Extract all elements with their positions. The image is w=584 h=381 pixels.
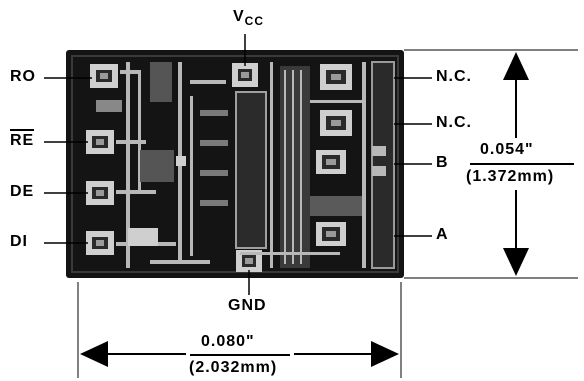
height-arrow-down xyxy=(503,248,529,276)
vcc-label: VCC xyxy=(233,8,264,28)
height-arrow-up xyxy=(503,52,529,80)
pad-nc1 xyxy=(320,64,352,90)
nc1-label: N.C. xyxy=(436,68,472,85)
circuit-traces xyxy=(96,61,395,269)
vcc-label-sub: CC xyxy=(244,14,265,28)
pad-a xyxy=(316,222,346,246)
pad-b xyxy=(316,150,346,174)
pad-vcc xyxy=(232,63,258,87)
pad-re xyxy=(86,130,114,154)
height-mm: (1.372mm) xyxy=(466,168,555,185)
width-mm: (2.032mm) xyxy=(189,359,278,376)
re-label: RE xyxy=(10,129,35,150)
b-label: B xyxy=(436,154,449,171)
nc2-label: N.C. xyxy=(436,114,472,131)
pad-ro xyxy=(90,64,118,88)
width-arrow-left xyxy=(80,341,108,367)
gnd-label: GND xyxy=(228,297,267,314)
di-label: DI xyxy=(10,233,28,250)
vcc-label-main: V xyxy=(233,8,245,25)
width-arrow-right xyxy=(371,341,399,367)
pad-de xyxy=(86,181,114,205)
a-label: A xyxy=(436,226,449,243)
pad-nc2 xyxy=(320,110,352,136)
ro-label: RO xyxy=(10,68,36,85)
width-inches: 0.080" xyxy=(201,333,255,350)
pad-gnd xyxy=(236,250,262,272)
de-label: DE xyxy=(10,183,35,200)
pad-di xyxy=(86,231,114,255)
height-inches: 0.054" xyxy=(480,141,534,158)
